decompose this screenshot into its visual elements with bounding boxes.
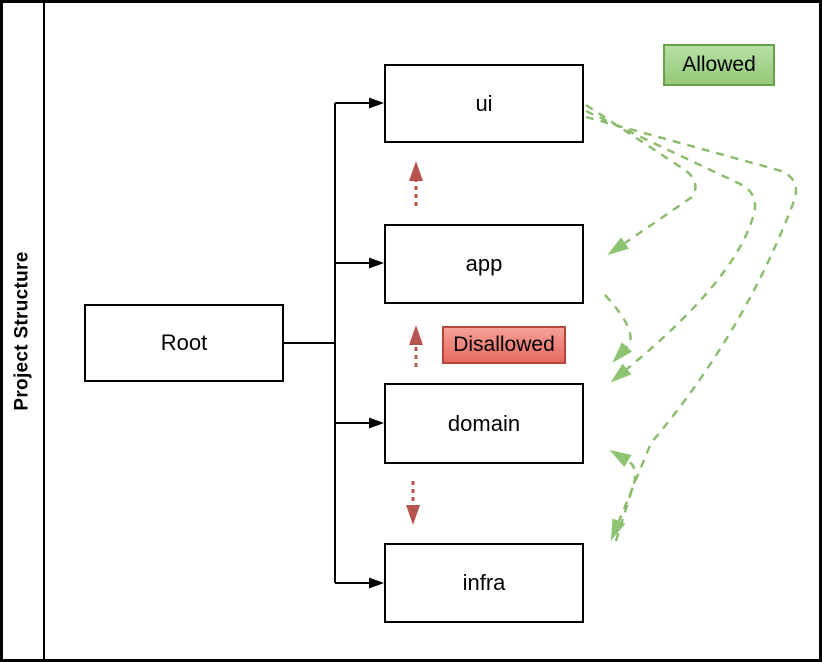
node-app-label: app xyxy=(465,251,503,276)
node-domain: domain xyxy=(384,383,584,464)
legend-disallowed-label: Disallowed xyxy=(453,333,555,356)
diagram-title: Project Structure xyxy=(12,251,34,411)
edge-allowed-ui-infra xyxy=(585,115,798,541)
node-ui-label: ui xyxy=(475,90,493,116)
edge-allowed-ui-app xyxy=(585,103,697,256)
node-ui: ui xyxy=(384,64,584,143)
node-root: Root xyxy=(84,304,284,382)
node-infra: infra xyxy=(384,543,584,623)
node-domain-label: domain xyxy=(447,410,521,436)
edge-allowed-ui-domain xyxy=(585,109,757,383)
legend-disallowed-badge: Disallowed xyxy=(442,326,566,364)
node-app: app xyxy=(384,224,584,304)
allowed-edges xyxy=(585,103,798,542)
title-column: Project Structure xyxy=(3,3,45,659)
legend-allowed-badge: Allowed xyxy=(663,44,775,86)
edge-allowed-infra-domain xyxy=(609,449,637,542)
node-infra-label: infra xyxy=(462,570,506,595)
tree-edges xyxy=(284,97,384,589)
legend-allowed-label: Allowed xyxy=(682,53,756,76)
node-root-label: Root xyxy=(160,330,208,355)
edge-allowed-app-domain xyxy=(604,294,633,363)
